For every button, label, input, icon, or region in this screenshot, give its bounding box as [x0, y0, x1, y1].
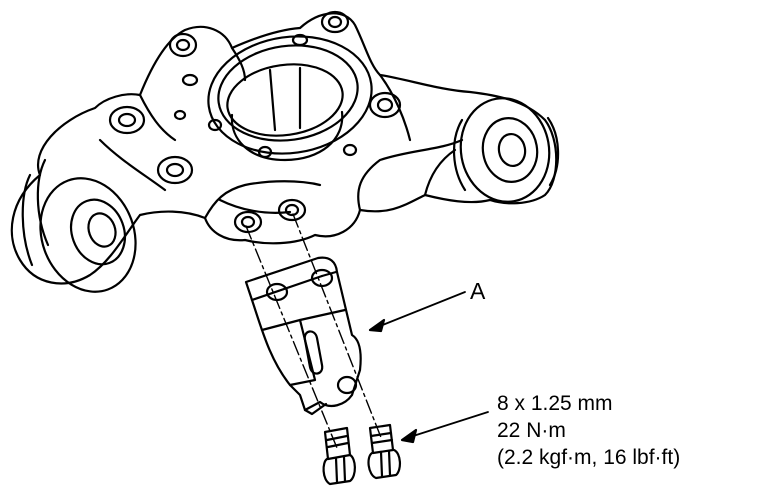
- mount-boss-right: [279, 200, 305, 220]
- torque-alt-text: (2.2 kgf·m, 16 lbf·ft): [497, 446, 681, 469]
- bolt-right: [369, 425, 400, 478]
- left-bushing-core: [84, 210, 120, 251]
- leader-line-a: [370, 292, 465, 330]
- left-bushing-ring: [62, 192, 133, 272]
- hub-bore-inner: [223, 57, 348, 142]
- left-bushing-outer: [25, 165, 151, 305]
- bracket-slot: [305, 331, 322, 373]
- hub-bore-rim: [212, 37, 364, 150]
- bolt-size-text: 8 x 1.25 mm: [497, 392, 613, 415]
- leader-line-spec: [410, 412, 488, 437]
- right-bushing-outer: [453, 91, 558, 209]
- torque-spec: 8 x 1.25 mm 22 N·m (2.2 kgf·m, 16 lbf·ft…: [497, 390, 680, 471]
- right-bushing-ring: [478, 114, 542, 186]
- knuckle-body-outline: [12, 13, 556, 283]
- bolt-left: [324, 428, 355, 484]
- bracket-a-outline: [246, 258, 361, 410]
- alignment-line-right: [293, 214, 382, 440]
- mount-boss-left: [235, 212, 261, 232]
- bracket-lower-hole: [338, 377, 356, 393]
- right-bushing-core: [496, 132, 527, 168]
- hub-bore-outer: [201, 26, 380, 164]
- torque-nm-text: 22 N·m: [497, 419, 566, 442]
- callout-label-a: A: [470, 278, 486, 304]
- alignment-line-left: [246, 226, 337, 448]
